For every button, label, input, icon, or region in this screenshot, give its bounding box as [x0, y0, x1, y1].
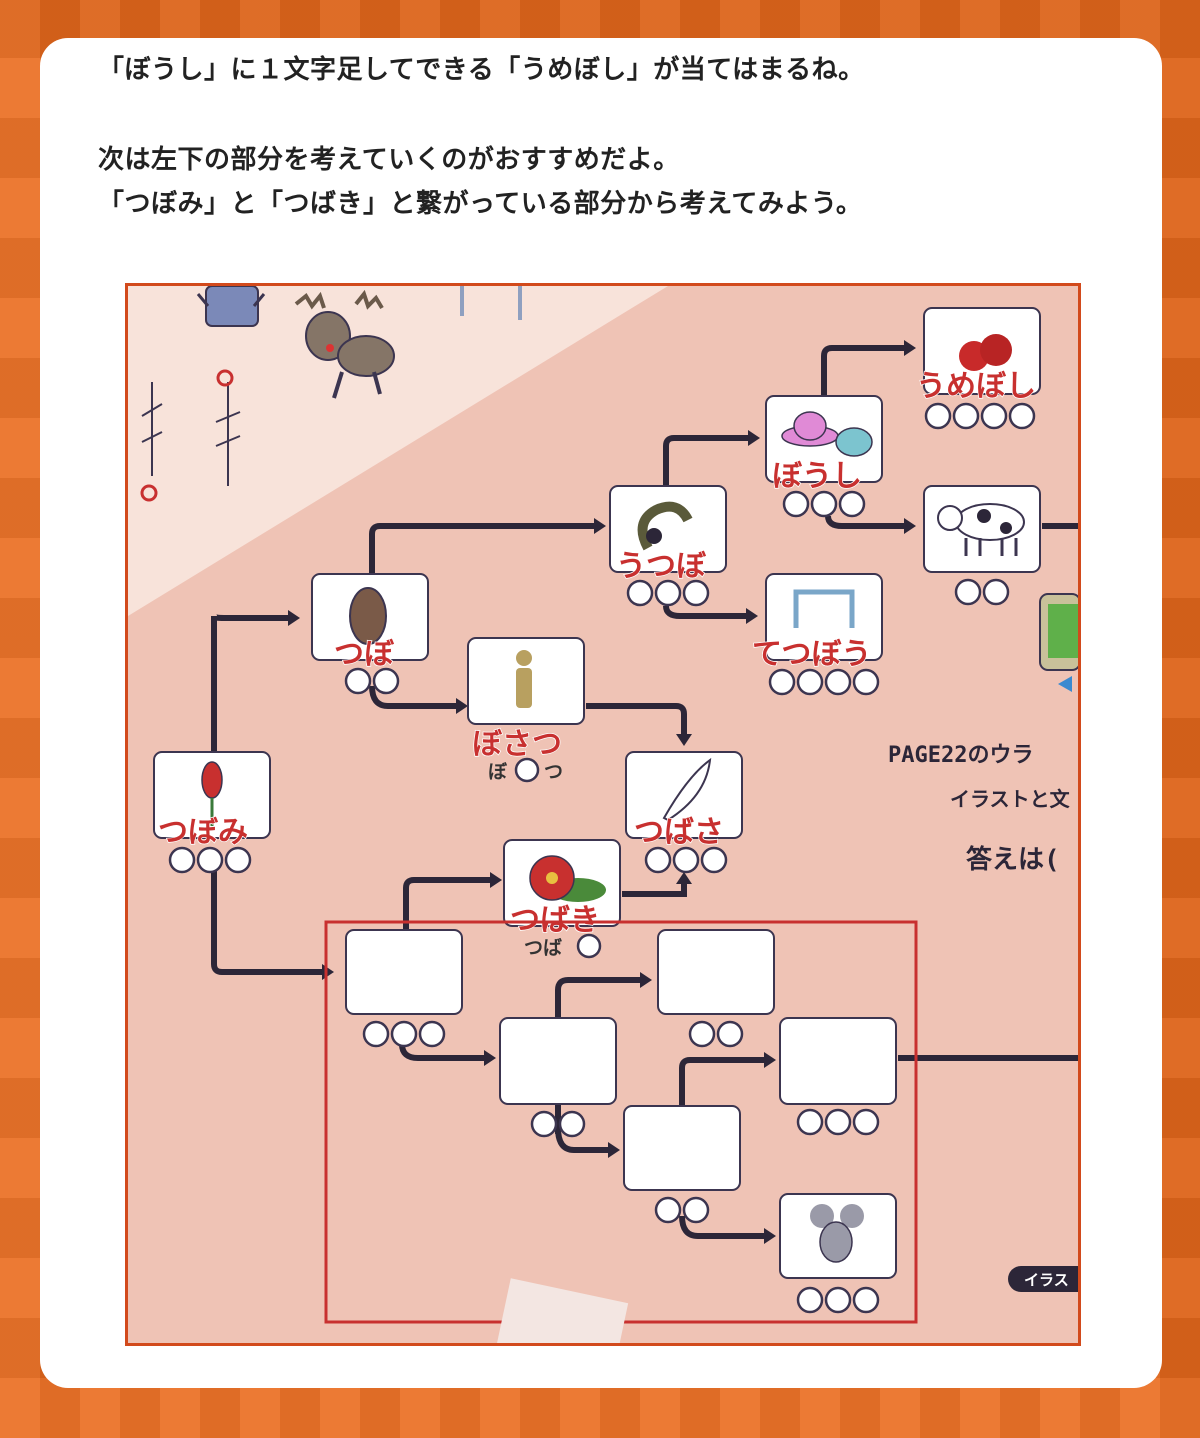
hint-bosatsu-bo: ぼ: [488, 761, 508, 783]
side-text-illust: イラストと文: [950, 787, 1071, 811]
person-illustration: [196, 286, 266, 327]
label-utsubo: うつぼ: [616, 549, 707, 584]
cell-tetsubou: てつぼう: [751, 573, 883, 673]
top-left-light-area: [128, 286, 668, 616]
doodle-sticks: [140, 286, 522, 502]
side-text-page: PAGE22のウラ: [888, 743, 1033, 768]
label-tetsubou: てつぼう: [752, 637, 871, 672]
slots-boushi: [782, 490, 866, 518]
illust-tab: イラス: [1008, 1266, 1078, 1292]
blank-cell-4[interactable]: [779, 1017, 897, 1136]
cell-cow: [923, 485, 1041, 573]
side-text-answer: 答えは(: [966, 844, 1060, 875]
arrow-heads: [288, 340, 916, 1244]
label-tsubomi: つぼみ: [158, 815, 248, 850]
slots-tsubasa: [644, 846, 728, 874]
slots-umeboshi: [924, 402, 1036, 430]
label-boushi: ぼうし: [772, 459, 862, 494]
cell-tsubomi: つぼみ: [153, 751, 271, 851]
slots-tsubomi: [168, 846, 252, 874]
cell-boushi: ぼうし: [765, 395, 883, 495]
slots-utsubo: [626, 579, 710, 607]
label-tsubo: つぼ: [334, 637, 395, 672]
hint-line-2: 次は左下の部分を考えていくのがおすすめだよ。: [98, 145, 680, 175]
cell-umeboshi: うめぼし: [915, 307, 1041, 405]
hint-line-3: 「つぼみ」と「つばき」と繋がっている部分から考えてみよう。: [98, 189, 863, 219]
label-umeboshi: うめぼし: [916, 369, 1036, 404]
hint-line-1: 「ぼうし」に１文字足してできる「うめぼし」が当てはまるね。: [98, 55, 865, 85]
label-tsubasa: つばさ: [634, 815, 724, 850]
cell-utsubo: うつぼ: [609, 485, 727, 585]
blank-cell-5[interactable]: [623, 1105, 741, 1224]
puzzle-board: うめぼし ぼうし うつぼ てつぼう: [128, 286, 1078, 1343]
slots-tsubo: [344, 667, 400, 695]
slots-cow: [954, 578, 1010, 606]
blank-cell-1[interactable]: [345, 929, 463, 1048]
label-bosatsu: ぼさつ: [472, 727, 562, 762]
slots-tetsubou: [768, 668, 880, 696]
hint-tsubaki-prefix: つば: [524, 937, 562, 959]
cell-tsubasa: つばさ: [625, 751, 743, 851]
hint-bosatsu-tsu: つ: [544, 761, 563, 783]
cell-tsubaki: つばき つば: [503, 839, 621, 959]
cell-tsubo: つぼ: [311, 573, 429, 673]
cell-bosatsu: ぼさつ ぼ つ: [467, 637, 585, 783]
tablet-device-icon: [1039, 593, 1078, 692]
moose-illustration: [294, 289, 395, 399]
paper-scrap: [496, 1278, 629, 1343]
blank-cell-2[interactable]: [657, 929, 775, 1048]
illust-tab-label: イラス: [1024, 1271, 1069, 1289]
connector-arrows: [211, 345, 1078, 1239]
puzzle-screenshot: うめぼし ぼうし うつぼ てつぼう: [125, 283, 1081, 1346]
blank-cell-3[interactable]: [499, 1017, 617, 1138]
cell-mouse: [779, 1193, 897, 1314]
